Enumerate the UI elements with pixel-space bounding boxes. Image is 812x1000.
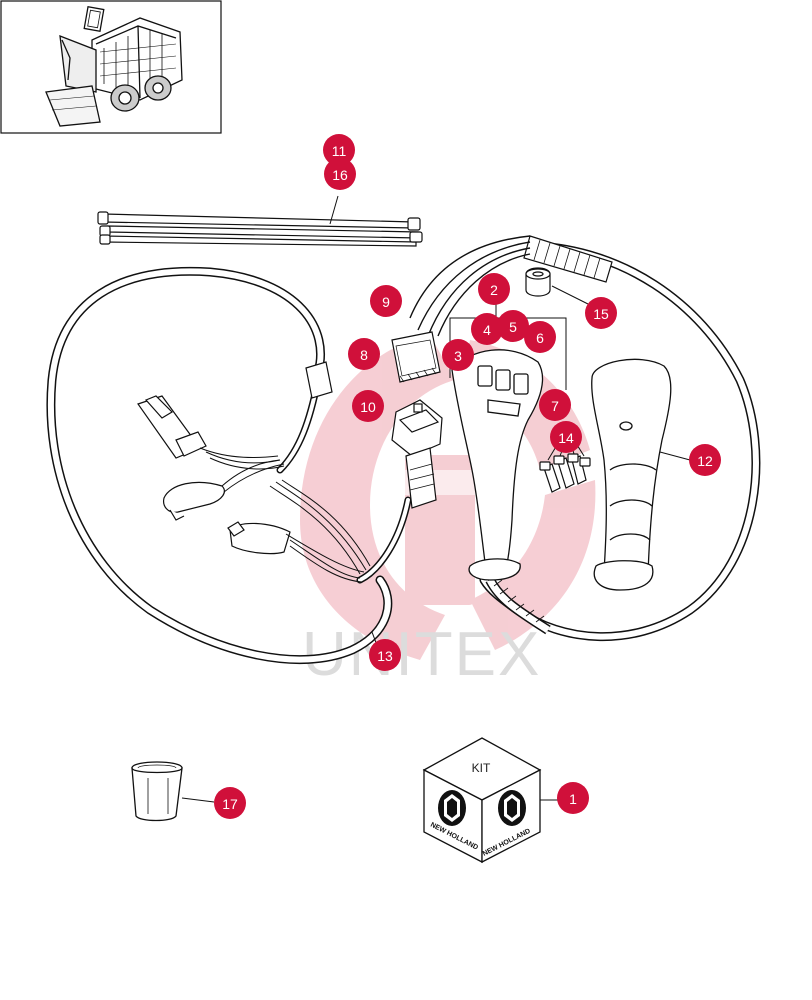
brand-logo-right-face — [498, 790, 526, 826]
switch-module — [391, 331, 441, 383]
skid-steer-loader-illustration — [45, 6, 183, 127]
central-connector — [391, 399, 443, 509]
machine-thumbnail — [0, 0, 222, 134]
fuse-cap — [131, 761, 215, 822]
svg-text:16: 16 — [332, 167, 348, 183]
callout-8[interactable]: 8 — [348, 338, 380, 370]
washer — [525, 267, 589, 305]
callout-4[interactable]: 4 — [471, 313, 503, 345]
watermark: UNITEX — [300, 335, 596, 689]
kit-label: KIT — [472, 761, 491, 775]
harness-connectors-left — [137, 395, 371, 583]
svg-text:15: 15 — [593, 306, 609, 322]
callout-14[interactable]: 14 — [550, 421, 582, 453]
svg-text:17: 17 — [222, 796, 238, 812]
callout-16[interactable]: 16 — [324, 158, 356, 190]
svg-text:8: 8 — [360, 347, 368, 363]
svg-text:13: 13 — [377, 648, 393, 664]
svg-text:11: 11 — [332, 143, 347, 159]
callout-9[interactable]: 9 — [370, 285, 402, 317]
callout-13[interactable]: 13 — [369, 639, 401, 671]
svg-text:7: 7 — [551, 398, 559, 414]
svg-text:9: 9 — [382, 294, 390, 310]
brand-logo-left-face — [438, 790, 466, 826]
callout-3[interactable]: 3 — [442, 339, 474, 371]
callout-11[interactable]: 11 — [323, 134, 355, 166]
svg-text:10: 10 — [360, 399, 376, 415]
kit-box: KIT NEW HOLLAND NEW HOLLAND — [422, 737, 558, 864]
callout-10[interactable]: 10 — [352, 390, 384, 422]
callout-7[interactable]: 7 — [539, 389, 571, 421]
cable-ties — [97, 195, 423, 247]
harness-grommet — [305, 361, 333, 399]
callout-15[interactable]: 15 — [585, 297, 617, 329]
svg-text:6: 6 — [536, 330, 544, 346]
svg-text:12: 12 — [697, 453, 713, 469]
wire-harness — [46, 235, 761, 664]
svg-text:3: 3 — [454, 348, 462, 364]
callout-5[interactable]: 5 — [497, 310, 529, 342]
svg-text:1: 1 — [569, 791, 577, 807]
screws — [539, 439, 591, 493]
callout-17[interactable]: 17 — [214, 787, 246, 819]
callout-6[interactable]: 6 — [524, 321, 556, 353]
svg-text:5: 5 — [509, 319, 517, 335]
svg-text:2: 2 — [490, 282, 498, 298]
grip-cover — [591, 358, 691, 591]
callout-2[interactable]: 2 — [478, 273, 510, 305]
svg-text:4: 4 — [483, 322, 491, 338]
joystick-grip — [449, 300, 567, 581]
callout-12[interactable]: 12 — [689, 444, 721, 476]
svg-text:14: 14 — [558, 430, 574, 446]
callout-1[interactable]: 1 — [557, 782, 589, 814]
watermark-logo — [300, 335, 596, 660]
